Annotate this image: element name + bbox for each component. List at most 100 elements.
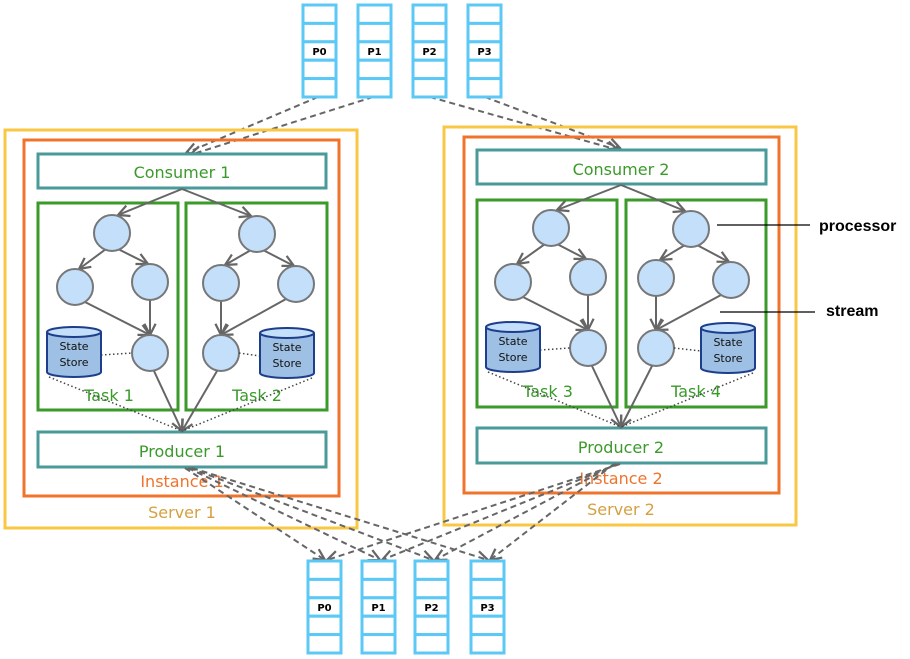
partition-cell bbox=[413, 577, 450, 600]
stream-arrow bbox=[84, 301, 150, 335]
partition-cell bbox=[306, 633, 343, 655]
partition-cell bbox=[301, 58, 338, 81]
stream-arrow bbox=[181, 188, 251, 216]
input-partition-p0[interactable]: P0 bbox=[301, 3, 338, 99]
partition-label: P1 bbox=[371, 603, 385, 614]
server-2-box bbox=[442, 125, 798, 527]
task-3-label: Task 3 bbox=[522, 382, 573, 401]
partition-cell bbox=[356, 21, 393, 44]
producer-2-box[interactable] bbox=[475, 426, 768, 465]
processor-node[interactable] bbox=[637, 259, 675, 297]
stream-arrow bbox=[221, 298, 287, 335]
partition-cell bbox=[466, 21, 503, 44]
partition-cell bbox=[469, 614, 506, 637]
stream-arrow bbox=[696, 244, 729, 262]
partition-cell bbox=[301, 3, 338, 25]
annotations: processor stream bbox=[717, 218, 896, 320]
store-link bbox=[100, 352, 133, 356]
stream-arrow bbox=[153, 370, 182, 431]
arrow-producer2-p2 bbox=[435, 463, 617, 560]
stream-arrow bbox=[556, 243, 586, 259]
store-body bbox=[700, 328, 756, 374]
store-label: State bbox=[272, 341, 301, 354]
store-top bbox=[485, 321, 541, 333]
server-2: Consumer 2 Producer 2 Task 3 Task 4 Inst… bbox=[442, 125, 798, 527]
processor-annotation: processor bbox=[819, 218, 896, 235]
store-link bbox=[238, 352, 261, 357]
processor-node[interactable] bbox=[202, 264, 240, 302]
partition-label: P0 bbox=[317, 603, 331, 614]
task-1-box[interactable] bbox=[36, 201, 180, 412]
arrow-p0-consumer1 bbox=[186, 96, 319, 153]
instance-2-label: Instance 2 bbox=[579, 469, 662, 488]
store-body bbox=[46, 332, 102, 378]
instance-1-box bbox=[22, 138, 341, 498]
partition-cell bbox=[356, 58, 393, 81]
stream-arrow bbox=[591, 365, 621, 427]
partition-cell bbox=[306, 614, 343, 637]
processor-node-sink[interactable] bbox=[202, 334, 240, 372]
output-partitions: P0 P1 P2 P3 bbox=[306, 559, 506, 655]
partition-cell bbox=[413, 559, 450, 581]
consumer-1-box[interactable] bbox=[36, 152, 328, 190]
partition-cell bbox=[356, 3, 393, 25]
processor-node[interactable] bbox=[277, 265, 315, 303]
processor-node-sink[interactable] bbox=[637, 329, 675, 367]
output-partition-p2[interactable]: P2 bbox=[413, 559, 450, 655]
partition-cell bbox=[413, 633, 450, 655]
processor-node-source[interactable] bbox=[238, 215, 276, 253]
processor-node[interactable] bbox=[494, 263, 532, 301]
processor-node[interactable] bbox=[569, 258, 607, 296]
input-partition-arrows bbox=[186, 96, 620, 155]
task-4-box[interactable] bbox=[624, 198, 768, 409]
task-2-box[interactable] bbox=[184, 201, 329, 412]
processor-node-source[interactable] bbox=[672, 210, 710, 248]
partition-cell bbox=[356, 77, 393, 99]
partition-label: P2 bbox=[424, 603, 438, 614]
processor-node-sink[interactable] bbox=[131, 334, 169, 372]
partition-cell bbox=[469, 559, 506, 581]
instance-1-label: Instance 1 bbox=[140, 472, 223, 491]
input-partition-p3[interactable]: P3 bbox=[466, 3, 503, 99]
arrow-producer1-p1 bbox=[187, 467, 380, 560]
store-body bbox=[485, 327, 541, 373]
partition-cell bbox=[469, 577, 506, 600]
arrow-producer1-p0 bbox=[184, 467, 325, 560]
processor-node-source[interactable] bbox=[532, 209, 570, 247]
store-top bbox=[700, 322, 756, 334]
output-partition-p3[interactable]: P3 bbox=[469, 559, 506, 655]
processor-node[interactable] bbox=[56, 268, 94, 306]
partition-cell bbox=[411, 58, 448, 81]
consumer-1-label: Consumer 1 bbox=[134, 163, 231, 182]
partition-label: P3 bbox=[480, 603, 494, 614]
partition-cell bbox=[411, 3, 448, 25]
input-partition-p2[interactable]: P2 bbox=[411, 3, 448, 99]
producer-2-label: Producer 2 bbox=[578, 438, 664, 457]
partition-cell bbox=[469, 633, 506, 655]
processor-node[interactable] bbox=[712, 261, 750, 299]
processor-node-source[interactable] bbox=[93, 214, 131, 252]
arrow-producer2-p3 bbox=[490, 463, 615, 560]
store-link bbox=[181, 377, 313, 432]
processor-node-sink[interactable] bbox=[569, 329, 607, 367]
output-partition-p0[interactable]: P0 bbox=[306, 559, 343, 655]
partition-cell bbox=[413, 614, 450, 637]
arrow-p1-consumer1 bbox=[190, 96, 374, 155]
consumer-2-box[interactable] bbox=[475, 148, 768, 186]
processor-node[interactable] bbox=[131, 263, 169, 301]
partition-cell bbox=[466, 3, 503, 25]
store-label: Store bbox=[713, 352, 742, 365]
stream-arrow bbox=[656, 294, 722, 330]
input-partition-p1[interactable]: P1 bbox=[356, 3, 393, 99]
stream-arrow bbox=[182, 370, 218, 431]
output-partition-p1[interactable]: P1 bbox=[360, 559, 397, 655]
task-3-box[interactable] bbox=[475, 198, 619, 409]
